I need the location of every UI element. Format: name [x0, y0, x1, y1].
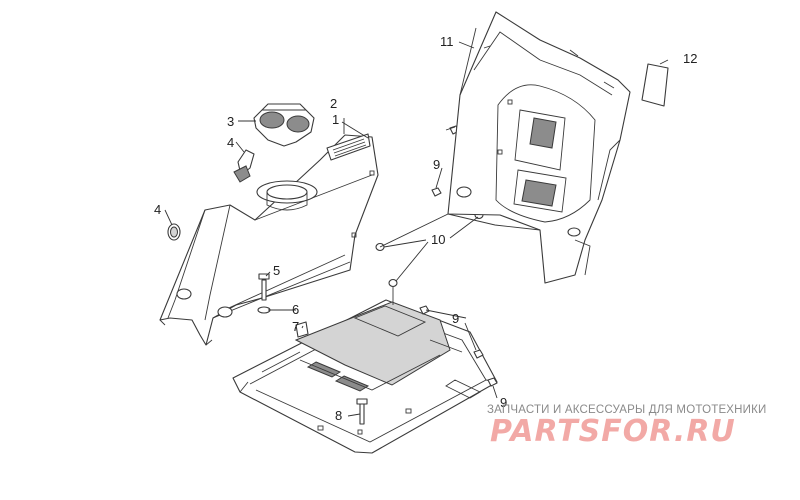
- bolt-5: [258, 273, 270, 301]
- callout-7: 7: [292, 319, 299, 334]
- callout-9-upper: 9: [433, 157, 440, 172]
- bolt-8: [356, 398, 368, 425]
- foam-pad: [641, 63, 669, 107]
- clip-7: [295, 321, 309, 338]
- floor-panel: [232, 299, 498, 454]
- warning-label-decal: [326, 133, 371, 161]
- callout-11: 11: [440, 34, 454, 49]
- leader-lines: [164, 41, 669, 417]
- grommet-left: [167, 223, 181, 241]
- callout-4-left: 4: [154, 202, 161, 217]
- watermark-logo: PARTSFOR.RU: [490, 414, 736, 449]
- callout-6: 6: [292, 302, 299, 317]
- callouts: 1 2 3 4 4 5 6 7 8 9 9 9 10 11 12: [154, 34, 697, 423]
- grommet-upper: [233, 149, 255, 183]
- callout-9-lower: 9: [500, 395, 507, 410]
- callout-9-floor: 9: [452, 311, 459, 326]
- watermark-tagline: ЗАПЧАСТИ И АКСЕССУАРЫ ДЛЯ МОТОТЕХНИКИ: [487, 404, 767, 416]
- rear-wall-panel: [447, 11, 631, 284]
- callout-4-upper: 4: [227, 135, 234, 150]
- callout-2: 2: [330, 96, 337, 111]
- callout-8: 8: [335, 408, 342, 423]
- callout-10: 10: [431, 232, 445, 247]
- callout-3: 3: [227, 114, 234, 129]
- callout-5: 5: [273, 263, 280, 278]
- cup-holder-insert: [253, 103, 315, 147]
- callout-1: 1: [332, 112, 339, 127]
- left-side-panel: [159, 134, 379, 346]
- callout-12: 12: [683, 51, 697, 66]
